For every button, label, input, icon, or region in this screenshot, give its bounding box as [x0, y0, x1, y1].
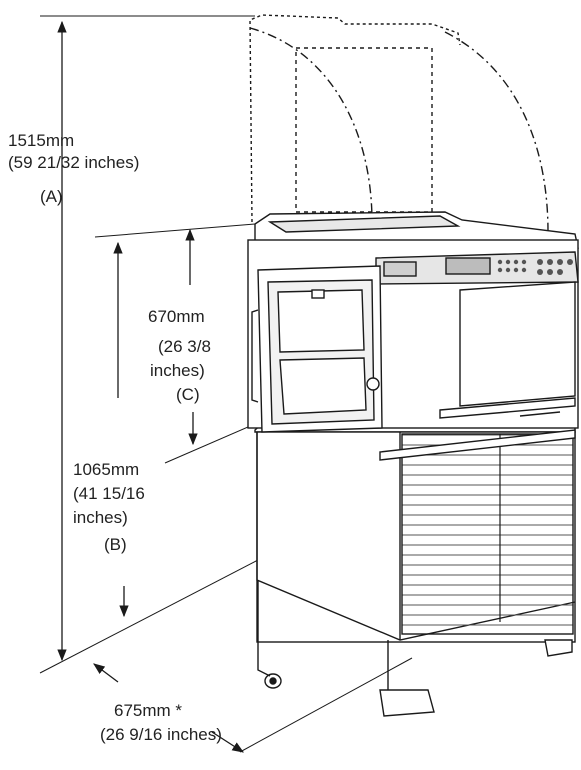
ext-line-floor-right	[239, 657, 413, 753]
dimension-arrows	[57, 20, 244, 753]
dimension-c-value: 670mm	[148, 307, 205, 326]
dimension-a-imperial: (59 21/32 inches)	[8, 153, 140, 172]
dimension-c-imperial-line2: inches)	[150, 361, 205, 380]
open-lid-outline	[249, 14, 549, 233]
ext-line-scanner	[94, 223, 256, 238]
dimension-b-value: 1065mm	[73, 460, 140, 479]
dimension-b-imperial-line2: inches)	[73, 508, 128, 527]
arrow-depth-left	[93, 663, 119, 683]
dimension-a-tag: (A)	[40, 187, 63, 206]
ext-line-floor	[39, 559, 259, 674]
ext-line-body-bottom	[164, 423, 256, 464]
dimension-depth-value: 675mm *	[114, 701, 183, 720]
dimension-c-imperial-line1: (26 3/8	[158, 337, 211, 356]
arrow-depth-right	[211, 731, 244, 753]
extension-lines	[39, 15, 413, 753]
dimension-b-tag: (B)	[104, 535, 127, 554]
dimension-depth-imperial: (26 9/16 inches)	[100, 725, 222, 744]
dimension-a-value: 1515mm	[8, 131, 75, 150]
machine-body	[247, 211, 579, 461]
dimension-b-imperial-line1: (41 15/16	[73, 484, 145, 503]
dimension-c-tag: (C)	[176, 385, 200, 404]
